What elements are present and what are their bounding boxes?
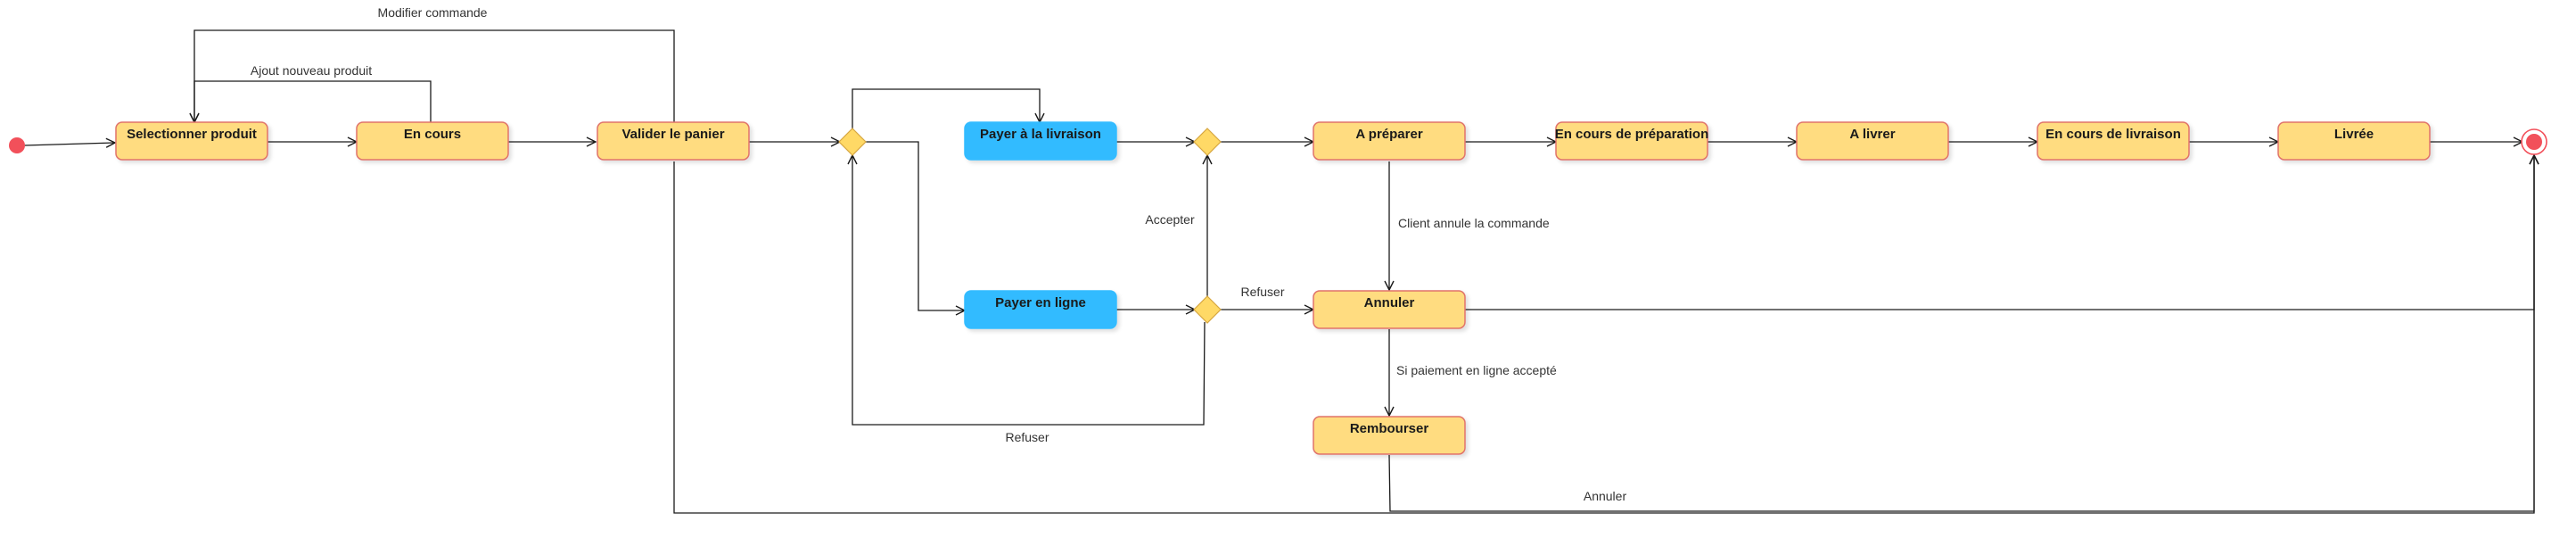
edge-initial-to-selectionner — [23, 143, 115, 145]
state-label: Payer en ligne — [995, 295, 1086, 310]
edge-decision-to-payer-ligne — [866, 141, 965, 310]
state-en-cours: En cours — [356, 121, 509, 161]
state-label: A préparer — [1355, 127, 1422, 142]
state-label: Selectionner produit — [127, 127, 257, 142]
edge-label-refuser-top: Refuser — [1240, 285, 1284, 299]
edge-decision-to-payer-livraison — [852, 88, 1040, 129]
state-label: Rembourser — [1350, 421, 1429, 436]
edge-ajout-nouveau-produit — [194, 80, 432, 122]
state-label: Payer à la livraison — [980, 127, 1101, 142]
state-payer-a-la-livraison: Payer à la livraison — [964, 121, 1117, 161]
state-livree: Livrée — [2277, 121, 2431, 161]
edge-label-client-annule: Client annule la commande — [1398, 216, 1550, 230]
edges — [23, 29, 2534, 514]
edge-modifier-commande — [194, 29, 675, 122]
edge-annuler-to-final — [1465, 155, 2534, 310]
state-label: Annuler — [1364, 295, 1415, 310]
state-payer-en-ligne: Payer en ligne — [964, 290, 1117, 329]
state-en-cours-de-livraison: En cours de livraison — [2037, 121, 2190, 161]
edge-refuser-loop-back — [852, 155, 1206, 426]
state-valider-le-panier: Valider le panier — [597, 121, 750, 161]
final-node — [2521, 128, 2547, 155]
state-rembourser: Rembourser — [1313, 416, 1466, 455]
decision-payment-mode — [838, 128, 867, 156]
initial-node — [9, 137, 25, 153]
edge-rembourser-to-final — [1388, 155, 2534, 512]
state-label: En cours de préparation — [1555, 127, 1709, 142]
edge-label-refuser-bottom: Refuser — [1005, 430, 1049, 444]
decision-online-payment — [1193, 295, 1222, 324]
state-label: En cours — [404, 127, 461, 142]
edge-label-ajout-nouveau-produit: Ajout nouveau produit — [251, 63, 372, 78]
state-a-livrer: A livrer — [1796, 121, 1949, 161]
state-label: Livrée — [2334, 127, 2374, 142]
merge-payment — [1193, 128, 1222, 156]
state-label: A livrer — [1849, 127, 1895, 142]
state-a-preparer: A préparer — [1313, 121, 1466, 161]
edge-label-annuler: Annuler — [1584, 489, 1627, 503]
edge-label-si-paiement-accepte: Si paiement en ligne accepté — [1396, 363, 1557, 377]
edge-label-modifier-commande: Modifier commande — [378, 5, 488, 20]
state-label: Valider le panier — [621, 127, 724, 142]
state-label: En cours de livraison — [2045, 127, 2181, 142]
state-annuler: Annuler — [1313, 290, 1466, 329]
state-en-cours-de-preparation: En cours de préparation — [1555, 121, 1709, 161]
edge-valider-annuler — [673, 155, 2534, 514]
edge-label-accepter: Accepter — [1145, 212, 1195, 227]
state-selectionner-produit: Selectionner produit — [115, 121, 268, 161]
